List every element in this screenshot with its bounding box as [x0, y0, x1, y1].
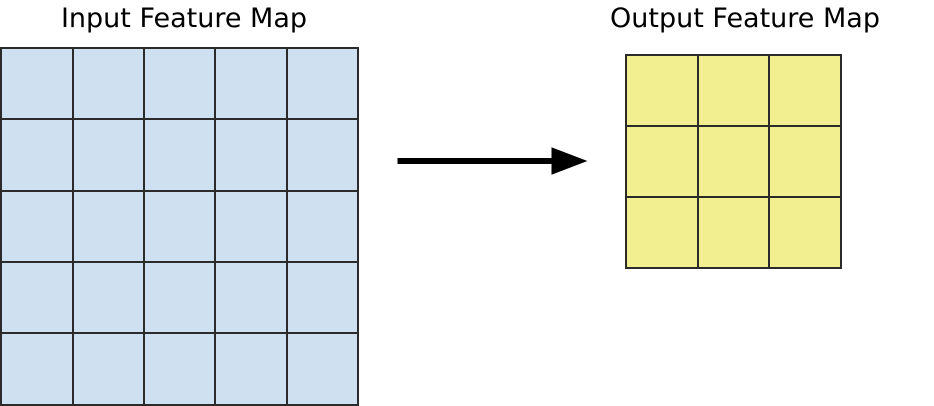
- grid-cell: [287, 120, 357, 190]
- output-feature-map-title: Output Feature Map: [610, 3, 880, 34]
- grid-cell: [698, 198, 769, 267]
- output-feature-map-grid: [625, 54, 842, 269]
- grid-cell: [73, 334, 143, 404]
- grid-cell: [2, 191, 72, 261]
- right-arrow-icon: [397, 147, 588, 175]
- grid-cell: [627, 56, 697, 125]
- grid-cell: [770, 127, 840, 196]
- grid-cell: [73, 120, 143, 190]
- grid-cell: [216, 120, 286, 190]
- grid-cell: [145, 334, 215, 404]
- input-feature-map-grid: [0, 47, 359, 406]
- grid-cell: [698, 127, 769, 196]
- input-feature-map-title: Input Feature Map: [60, 3, 308, 34]
- grid-cell: [216, 263, 286, 333]
- grid-cell: [145, 263, 215, 333]
- grid-cell: [287, 263, 357, 333]
- grid-cell: [145, 120, 215, 190]
- grid-cell: [73, 49, 143, 119]
- grid-cell: [287, 334, 357, 404]
- grid-cell: [770, 56, 840, 125]
- grid-cell: [216, 191, 286, 261]
- grid-cell: [2, 263, 72, 333]
- grid-cell: [2, 49, 72, 119]
- grid-cell: [627, 127, 697, 196]
- grid-cell: [145, 191, 215, 261]
- grid-cell: [698, 56, 769, 125]
- grid-cell: [216, 334, 286, 404]
- grid-cell: [73, 191, 143, 261]
- grid-cell: [287, 191, 357, 261]
- grid-cell: [216, 49, 286, 119]
- grid-cell: [2, 334, 72, 404]
- grid-cell: [145, 49, 215, 119]
- grid-cell: [627, 198, 697, 267]
- grid-cell: [287, 49, 357, 119]
- grid-cell: [770, 198, 840, 267]
- grid-cell: [73, 263, 143, 333]
- grid-cell: [2, 120, 72, 190]
